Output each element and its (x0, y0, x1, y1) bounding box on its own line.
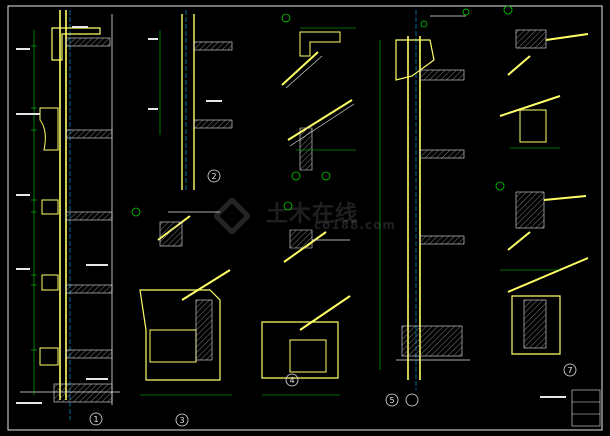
detail-number-4: 4 (289, 376, 294, 385)
detail-6-eave-low (495, 181, 587, 251)
detail-7-eave-bottom (500, 257, 589, 377)
detail-number-2: 2 (211, 172, 216, 181)
detail-5-wall-section (379, 8, 470, 407)
detail-3-eave-bottom (139, 269, 232, 427)
detail-number-markers: 1 2 3 4 5 7 (89, 169, 573, 426)
watermark-text: 土木在线 (266, 202, 359, 227)
sheet-frame (7, 5, 603, 431)
title-block (540, 389, 601, 427)
detail-number-1: 1 (93, 415, 98, 424)
detail-6-eave-top (503, 5, 589, 76)
detail-6-eave-mid (499, 95, 561, 149)
detail-1-wall-section (16, 10, 120, 420)
detail-eave-a (281, 13, 356, 89)
watermark-logo-icon (214, 198, 250, 234)
detail-2-eave-left (131, 207, 220, 247)
detail-number-3: 3 (179, 416, 184, 425)
detail-number-5: 5 (389, 396, 394, 405)
detail-number-7: 7 (567, 366, 572, 375)
watermark-domain: co188.com (314, 218, 396, 232)
detail-2-slab-section (148, 10, 233, 190)
detail-4-eave-bottom (261, 295, 351, 396)
detail-eave-c (283, 201, 350, 263)
detail-eave-b (287, 99, 356, 181)
watermark: 土木在线 co188.com (214, 196, 414, 236)
